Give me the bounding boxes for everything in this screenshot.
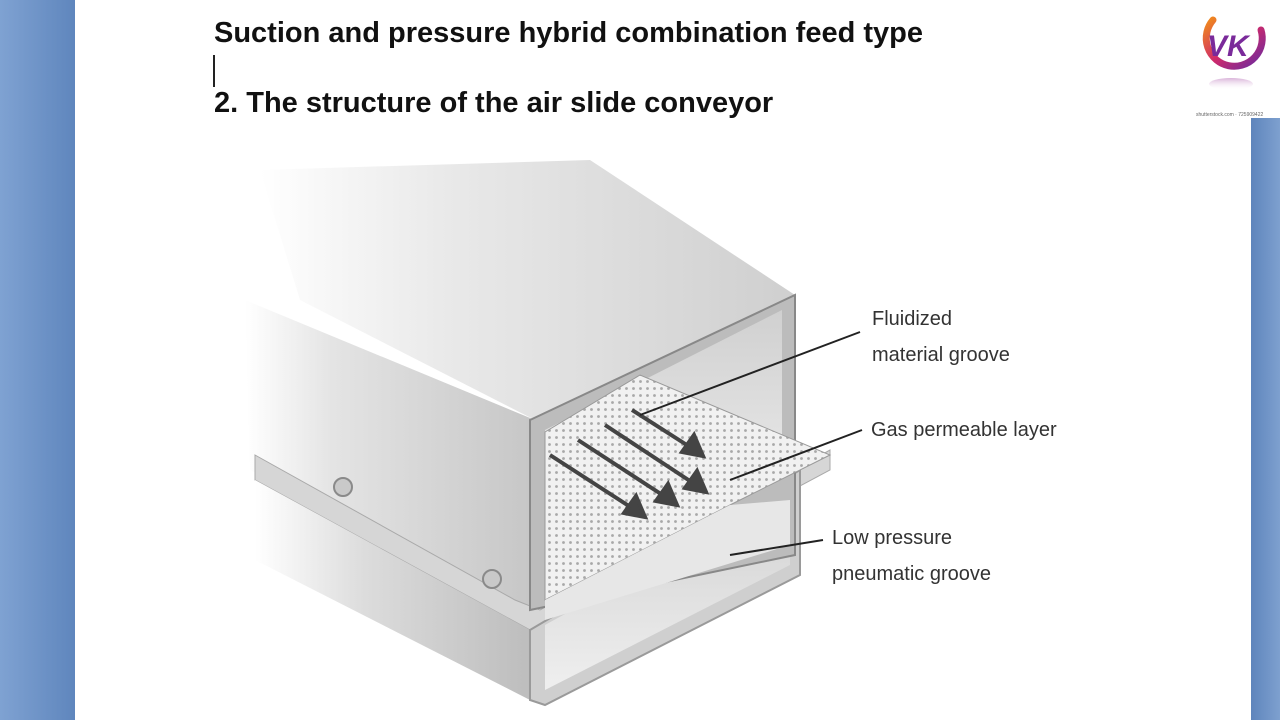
lower-housing-side bbox=[255, 480, 530, 700]
flow-arrows bbox=[548, 408, 710, 520]
logo-text: VK bbox=[1207, 30, 1251, 63]
upper-housing-top bbox=[260, 160, 795, 420]
leader-line-permeable bbox=[729, 429, 863, 481]
label-fluidized-line1: Fluidized bbox=[872, 308, 953, 330]
slide-subtitle: 2. The structure of the air slide convey… bbox=[214, 87, 774, 119]
leader-line-low-pressure bbox=[729, 539, 824, 556]
leader-line-fluidized bbox=[639, 331, 861, 416]
right-background bbox=[1251, 0, 1280, 720]
label-low-pressure-line2: pneumatic groove bbox=[832, 563, 991, 585]
air-slide-conveyor-diagram bbox=[245, 160, 863, 707]
text-cursor bbox=[213, 55, 215, 87]
label-gas-permeable-layer: Gas permeable layer bbox=[871, 412, 1057, 448]
label-fluidized-material-groove: Fluidized material groove bbox=[872, 301, 1010, 373]
bolt-2 bbox=[482, 569, 502, 589]
slide-title: Suction and pressure hybrid combination … bbox=[214, 17, 923, 49]
flange bbox=[254, 449, 831, 631]
channel-logo: VK bbox=[1183, 0, 1280, 118]
upper-housing-side bbox=[245, 300, 535, 610]
label-low-pressure-pneumatic-groove: Low pressure pneumatic groove bbox=[832, 520, 991, 592]
bolt-1 bbox=[333, 477, 353, 497]
label-low-pressure-line1: Low pressure bbox=[832, 527, 953, 549]
vk-logo-icon: VK bbox=[1202, 16, 1266, 90]
logo-credit: shutterstock.com · 725909422 bbox=[1196, 112, 1264, 118]
left-background bbox=[0, 0, 75, 720]
lower-groove-cavity bbox=[545, 500, 790, 620]
label-permeable-line1: Gas permeable layer bbox=[871, 419, 1057, 441]
label-fluidized-line2: material groove bbox=[872, 344, 1010, 366]
